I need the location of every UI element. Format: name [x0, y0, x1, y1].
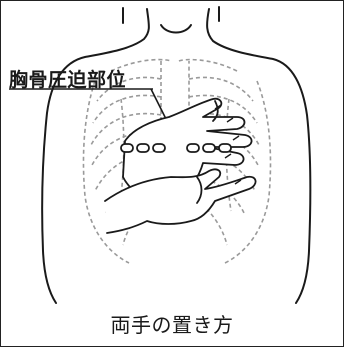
- diagram-caption: 両手の置き方: [1, 309, 343, 338]
- compression-site-label: 胸骨圧迫部位: [9, 65, 126, 92]
